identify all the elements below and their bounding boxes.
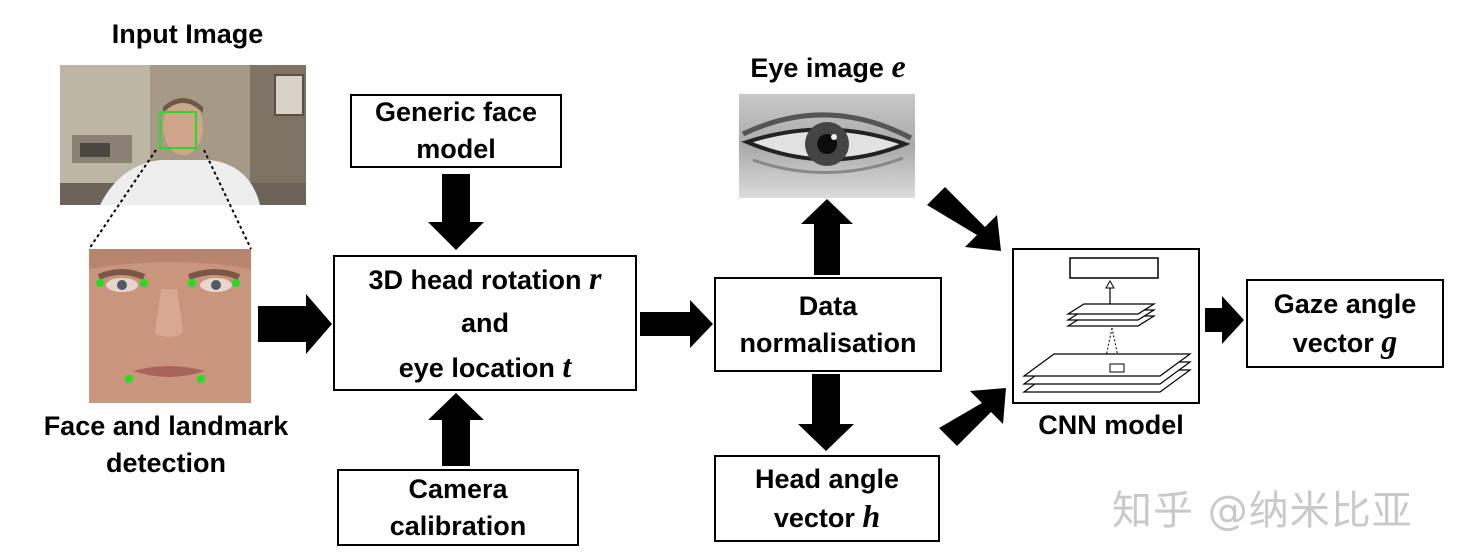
- head-rotation-line3: eye location t: [399, 345, 571, 390]
- head-rotation-line2: and: [460, 307, 509, 338]
- eye-image-title-text: Eye image: [750, 53, 892, 83]
- eye-image-title: Eye image e: [700, 48, 956, 87]
- eye-location-text: eye location: [398, 352, 563, 383]
- arrow-eye-image-to-cnn: [927, 187, 1001, 251]
- head-rotation-var: r: [589, 259, 602, 296]
- head-angle-vector-text: vector: [773, 502, 863, 533]
- arrow-cnn-to-gaze: [1205, 296, 1244, 344]
- head-angle-var: h: [862, 497, 881, 534]
- arrow-head-angle-to-cnn: [939, 388, 1006, 446]
- head-angle-line1: Head angle: [754, 463, 900, 494]
- face-detection-label-line2: detection: [105, 448, 226, 478]
- generic-face-model-line1: Generic face: [374, 97, 538, 127]
- arrow-normalisation-to-head-angle: [798, 374, 854, 451]
- eye-image-var: e: [891, 48, 906, 84]
- head-angle-line2: vector h: [774, 498, 880, 537]
- data-normalisation-line2: normalisation: [739, 327, 917, 358]
- eye-image: [739, 94, 915, 198]
- head-rotation-eye-location-box: 3D head rotation r and eye location t: [333, 255, 637, 391]
- head-angle-vector-box: Head angle vector h: [714, 455, 940, 542]
- camera-calibration-box: Camera calibration: [337, 469, 579, 546]
- gaze-angle-line1: Gaze angle: [1273, 288, 1417, 319]
- input-image-title: Input Image: [111, 19, 264, 49]
- face-detection-label: Face and landmark detection: [10, 408, 322, 482]
- head-rotation-text: 3D head rotation: [368, 264, 590, 295]
- zoom-line-right: [203, 149, 252, 250]
- gaze-angle-line2: vector g: [1293, 323, 1398, 362]
- data-normalisation-box: Data normalisation: [714, 277, 942, 372]
- gaze-angle-vector-box: Gaze angle vector g: [1246, 279, 1444, 368]
- arrow-calibration-up: [428, 393, 484, 466]
- zoom-line-left: [88, 149, 157, 250]
- cnn-network-illustration: [1022, 257, 1192, 393]
- data-normalisation-line1: Data: [798, 290, 858, 321]
- generic-face-model-line2: model: [416, 134, 496, 164]
- arrow-face-to-head-rotation: [258, 294, 332, 354]
- head-rotation-line1: 3D head rotation r: [369, 257, 602, 302]
- arrow-normalisation-to-eye-image: [801, 199, 853, 275]
- cnn-model-label: CNN model: [1038, 410, 1184, 440]
- eye-location-var: t: [562, 347, 572, 384]
- input-photo: [60, 65, 306, 205]
- face-detection-label-line1: Face and landmark: [43, 411, 289, 441]
- arrow-generic-model-down: [428, 174, 484, 250]
- gaze-angle-vector-text: vector: [1292, 327, 1382, 358]
- watermark-text: 知乎 @纳米比亚: [1112, 488, 1413, 534]
- arrow-head-rotation-to-normalisation: [640, 300, 713, 348]
- face-crop-image: [89, 249, 251, 403]
- camera-calibration-line1: Camera: [408, 473, 508, 504]
- cnn-model-box: [1012, 248, 1200, 404]
- generic-face-model-box: Generic face model: [350, 94, 562, 168]
- gaze-angle-var: g: [1381, 322, 1398, 359]
- camera-calibration-line2: calibration: [389, 510, 527, 541]
